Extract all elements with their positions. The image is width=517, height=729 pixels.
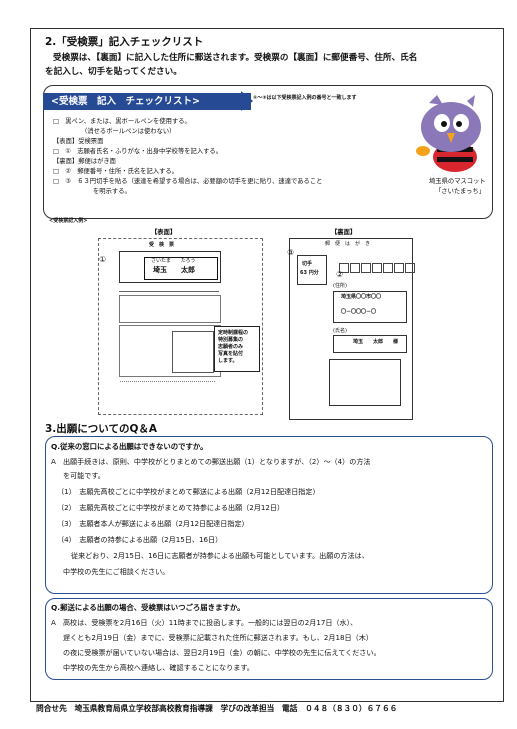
postal-cell: [394, 262, 404, 273]
checklist-line3: 【表面】受検票面: [53, 138, 104, 145]
checklist-line7: □ ③ ６３円切手を貼る（速達を希望する場合は、必要額の切手を更に貼り、速達であ…: [53, 178, 323, 185]
front-photo-box: [172, 331, 214, 373]
qa1-item-1: （1） 志願先高校ごとに中学校がまとめて郵送による出願（2月12日配達日指定）: [57, 487, 320, 496]
marker-1: ①: [99, 255, 107, 264]
front-reading: さいたま たろう: [151, 258, 196, 264]
name-label: (氏名): [333, 328, 347, 334]
back-label: 【裏面】: [331, 229, 357, 236]
back-card-title: 郵 便 は が き: [325, 241, 371, 247]
qa1-item-4: （4） 志願者の持参による出願（2月15日、16日）: [57, 535, 223, 544]
front-label: 【表面】: [151, 229, 177, 236]
section3-title: 3.出願についてのQ＆A: [45, 423, 158, 435]
checklist-banner: <受検票 記入 チェックリスト>: [43, 93, 251, 110]
front-card-title: 受 検 票: [149, 242, 175, 248]
front-form-table: [119, 251, 221, 283]
qa1-note-line2: 中学校の先生にご相談ください。: [63, 567, 170, 576]
address-value: 埼玉県〇〇市〇〇: [341, 294, 382, 300]
photo-note-1: 定時制課程の: [218, 330, 249, 336]
qa-box-2: [45, 598, 493, 680]
front-notes: [120, 381, 215, 402]
checklist-line4: □ ① 志願者氏名・ふりがな・出身中学校等を記入する。: [53, 148, 223, 155]
checklist-line2: （消せるボールペンは使わない）: [81, 128, 176, 135]
banner-arrow-icon: [241, 91, 253, 111]
section2-intro-line2: を記入し、切手を貼ってください。: [45, 67, 182, 77]
qa2-question: Q.郵送による出願の場合、受検票はいつごろ届きますか。: [51, 603, 245, 612]
qa1-answer-line2: を可能です。: [63, 471, 105, 480]
address-box: [333, 291, 407, 323]
postal-cell: [383, 262, 393, 273]
qa1-note-line1: 従来どおり、2月15日、16日に志願者が持参による出願も可能としています。出願の…: [71, 551, 369, 560]
addressee-box: [333, 335, 407, 353]
addressee-name: 埼玉 太郎 様: [353, 339, 399, 345]
address-number: 〇－〇〇〇－〇: [341, 309, 377, 315]
checklist-line5: 【裏面】郵便はがき面: [53, 158, 116, 165]
message-box: [329, 359, 401, 406]
qa2-answer-line3: の夜に受検票が届いていない場合は、翌日2月19日（金）の朝に、中学校の先生に伝え…: [63, 648, 381, 657]
photo-note-5: します。: [218, 358, 238, 364]
photo-note-4: 写真を貼付: [218, 351, 244, 357]
postal-cell: [339, 262, 349, 273]
qa1-item-2: （2） 志願先高校ごとに中学校がまとめて持参による出願（2月12日）: [57, 503, 285, 512]
mascot-caption-2: 「さいたまっち」: [435, 188, 485, 195]
photo-note-3: 志願者のみ: [218, 344, 244, 350]
checklist-line6: □ ② 郵便番号・住所・氏名を記入する。: [53, 168, 178, 175]
photo-note-2: 特別募集の: [218, 337, 244, 343]
mascot-icon: [416, 95, 481, 172]
qa1-question: Q.従来の窓口による出願はできないのですか。: [51, 442, 208, 451]
front-school-box: [119, 295, 221, 323]
address-label: (住所): [333, 283, 347, 289]
marker-3: ③: [287, 248, 295, 257]
checklist-callout: ①～③は以下受検票記入例の番号と一致します: [253, 95, 357, 101]
marker-2: ②: [336, 270, 344, 279]
qa1-item-3: （3） 志願者本人が郵送による出願（2月12日配達日指定）: [57, 519, 249, 528]
checklist-line1: □ 黒ペン、または、黒ボールペンを使用する。: [53, 118, 191, 125]
postal-cell: [372, 262, 382, 273]
front-name-box: [144, 257, 218, 280]
stamp-box: 切手 63 円分: [297, 255, 327, 285]
front-row-line: [119, 285, 219, 292]
back-card: [289, 238, 413, 420]
checklist-line8: を明示する。: [93, 188, 131, 195]
footer-contact: 問合せ先 埼玉県教育局県立学校部高校教育指導課 学びの改革担当 電話 ０４８（８…: [36, 704, 398, 713]
qa1-answer-line1: A 出願手続きは、原則、中学校がとりまとめての郵送出願（1）となりますが、（2）…: [51, 457, 371, 466]
mascot-caption-1: 埼玉県のマスコット: [429, 178, 486, 185]
qa2-answer-line2: 遅くとも2月19日（金）までに、受検票に記載された住所に郵送されます。もし、2月…: [63, 633, 373, 642]
postal-cell: [361, 262, 371, 273]
section2-title: 2.「受検票」記入チェックリスト: [45, 36, 204, 48]
section2-intro-line1: 受検票は、【裏面】に記入した住所に郵送されます。受検票の【裏面】に郵便番号、住所…: [53, 53, 418, 63]
postal-code-boxes: [339, 257, 416, 276]
qa2-answer-line4: 中学校の先生から高校へ連絡し、確認することになります。: [63, 663, 254, 672]
stamp-label: 切手: [302, 261, 313, 267]
postal-cell: [350, 262, 360, 273]
qa-box-1: [45, 436, 493, 594]
document-page: 2.「受検票」記入チェックリスト 受検票は、【裏面】に記入した住所に郵送されます…: [30, 28, 504, 702]
front-name: 埼玉 太郎: [153, 266, 195, 274]
stamp-value: 63 円分: [300, 270, 319, 276]
checklist-panel: [43, 85, 493, 219]
qa2-answer-line1: A 高校は、受検票を2月16日（火）11時までに投函します。一般的には翌日の2月…: [51, 618, 358, 627]
postal-cell: [405, 262, 415, 273]
photo-note-box: 定時制課程の 特別募集の 志願者のみ 写真を貼付 します。: [214, 326, 260, 372]
front-card: [98, 238, 263, 415]
example-label: <受検票記入例>: [49, 218, 88, 224]
